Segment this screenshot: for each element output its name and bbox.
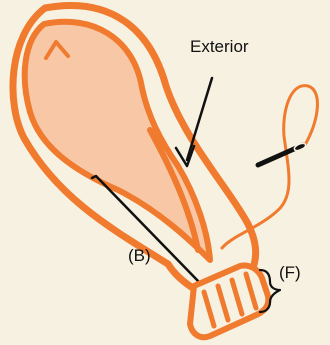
sewing-needle-icon xyxy=(258,142,307,165)
section-b-label: (B) xyxy=(128,247,151,264)
section-f-label: (F) xyxy=(279,264,301,281)
exterior-label: Exterior xyxy=(190,38,249,55)
